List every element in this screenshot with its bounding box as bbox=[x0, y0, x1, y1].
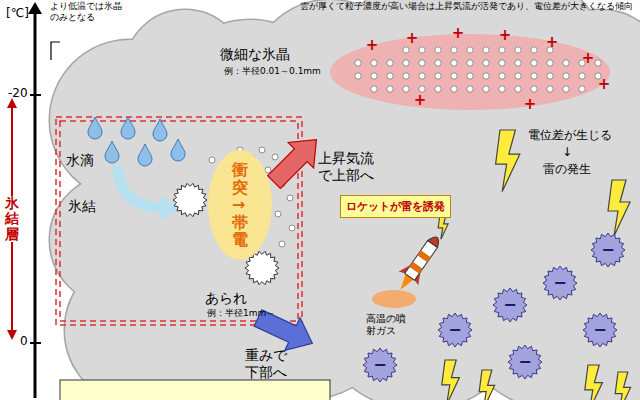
minus-charge: − bbox=[373, 355, 386, 374]
tick-label: 0 bbox=[20, 334, 28, 348]
minus-charge: − bbox=[593, 320, 606, 339]
lightning-bolt bbox=[608, 180, 630, 236]
minus-charge: − bbox=[448, 320, 461, 339]
node-text: 衝突→帯電 bbox=[232, 161, 248, 249]
node-text: ロケットが雷を誘発 bbox=[346, 199, 445, 214]
freezing-arrow bbox=[118, 166, 182, 220]
callout-box: ロケットが雷を誘発 bbox=[340, 195, 451, 218]
water-drops bbox=[88, 117, 185, 166]
tick-label: -20 bbox=[8, 86, 28, 100]
plus-charge: + bbox=[499, 26, 512, 44]
plus-charge: + bbox=[452, 24, 465, 42]
ice-crystal-region bbox=[330, 34, 610, 110]
water-drop-label: 水滴 bbox=[66, 152, 94, 169]
zone-label: 氷結層 bbox=[5, 196, 19, 242]
charging-zone: 衝突→帯電 bbox=[207, 149, 273, 261]
size-note: 例：半径0.01～0.1mm bbox=[224, 66, 321, 77]
minus-charge: − bbox=[503, 295, 516, 314]
lightning-bolt bbox=[479, 370, 494, 400]
minus-charge: − bbox=[518, 352, 531, 371]
note-box bbox=[60, 380, 330, 400]
lightning-bolt bbox=[496, 130, 520, 192]
note: より低温では氷晶のみとなる bbox=[50, 1, 122, 23]
negative-particles bbox=[363, 233, 625, 382]
ice-crystal-label: 微細な氷晶 bbox=[220, 46, 290, 63]
temperature-axis bbox=[28, 2, 42, 398]
freezing-label: 氷結 bbox=[68, 198, 96, 215]
plus-charge: + bbox=[582, 49, 595, 67]
plus-charge: + bbox=[406, 29, 419, 47]
lightning-bolt bbox=[442, 360, 460, 400]
updraft-label: 上昇気流で上部へ bbox=[318, 150, 378, 184]
minus-charge: − bbox=[601, 240, 614, 259]
plus-charge: + bbox=[546, 33, 559, 51]
hail-label: あられ bbox=[205, 290, 247, 307]
exhaust-gas bbox=[372, 290, 416, 308]
size-note: 例：半径1mm～ bbox=[207, 308, 275, 319]
cloud bbox=[50, 0, 640, 400]
cause-label: 電位差が生じる bbox=[528, 128, 612, 142]
plus-charge: + bbox=[598, 75, 611, 93]
freezing-zone-box bbox=[56, 117, 302, 325]
lightning-bolt bbox=[615, 372, 630, 400]
note: 雲が厚くて粒子濃度が高い場合は上昇気流が活発であり、電位差が大きくなる傾向 bbox=[300, 1, 635, 12]
minus-charge: − bbox=[553, 273, 566, 292]
falling-label: 重みで下部へ bbox=[245, 347, 291, 381]
axis-unit: [℃] bbox=[6, 6, 29, 20]
lightning-bolt bbox=[585, 365, 603, 400]
plus-charge: + bbox=[366, 36, 379, 54]
rocket bbox=[391, 231, 447, 297]
exhaust-label: 高温の噴射ガス bbox=[366, 313, 412, 337]
bracket bbox=[51, 42, 60, 60]
flow-arrow: ↓ bbox=[562, 145, 572, 159]
plus-charge: + bbox=[524, 95, 537, 113]
lightning-label: 雷の発生 bbox=[543, 162, 591, 176]
plus-charge: + bbox=[414, 91, 427, 109]
